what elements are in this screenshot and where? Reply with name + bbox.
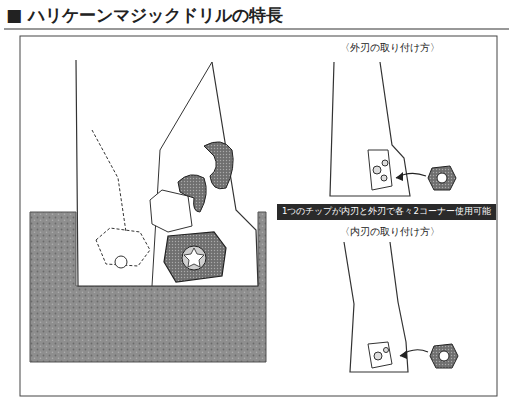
page-title: ■ ハリケーンマジックドリルの特長 — [6, 4, 283, 27]
caption-band: 1つのチップが内刃と外刃で各々2コーナー使用可能 — [277, 204, 496, 220]
band-text: 1つのチップが内刃と外刃で各々2コーナー使用可能 — [282, 206, 491, 216]
section-heading: 〈内刃の取り付け方〉 — [340, 226, 440, 239]
section-heading: 〈外刃の取り付け方〉 — [340, 42, 440, 55]
